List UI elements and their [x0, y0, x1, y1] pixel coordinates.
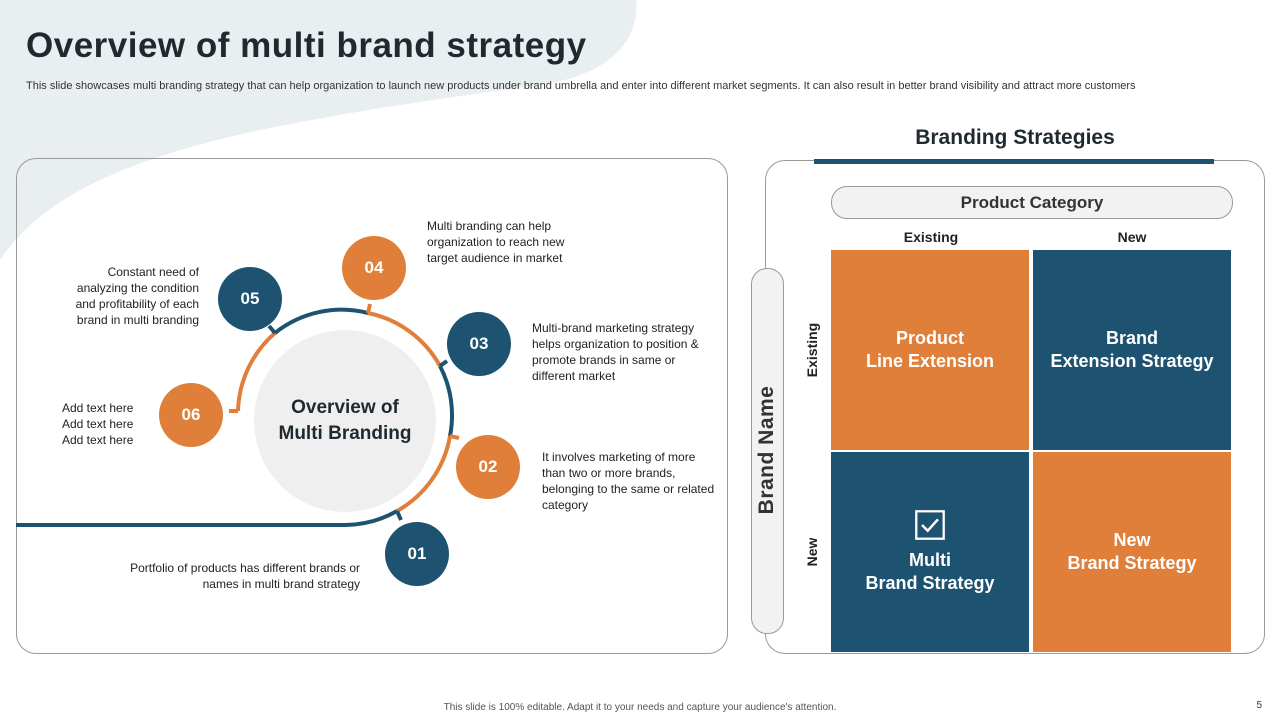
overview-panel: [16, 158, 728, 654]
center-title-line2: Multi Branding: [278, 423, 412, 444]
brand-name-header: [751, 268, 784, 634]
column-header-existing: Existing: [903, 229, 959, 245]
page-number: 5: [1256, 700, 1262, 711]
checkbox-checked-icon: [915, 510, 945, 540]
step-03-circle: 03: [447, 312, 511, 376]
page-title: Overview of multi brand strategy: [26, 26, 587, 65]
overview-center-circle: Overview of Multi Branding: [254, 330, 436, 512]
cell-brand-extension-strategy: Brand Extension Strategy: [1033, 250, 1231, 450]
cell-product-line-extension: Product Line Extension: [831, 250, 1029, 450]
step-06-circle: 06: [159, 383, 223, 447]
cell-tl-line1: Product: [895, 328, 964, 348]
cell-multi-brand-strategy: Multi Brand Strategy: [831, 452, 1029, 652]
branding-title: Branding Strategies: [915, 126, 1115, 149]
cell-tr-line2: Extension Strategy: [1050, 351, 1214, 371]
column-header-new: New: [1117, 229, 1147, 245]
step-05-circle: 05: [218, 267, 282, 331]
step-05-text: Constant need of analyzing the condition…: [75, 265, 199, 327]
brand-name-label: Brand Name: [755, 385, 778, 515]
step-02-circle: 02: [456, 435, 520, 499]
step-02-text: It involves marketing of more than two o…: [542, 450, 715, 512]
cell-br-line2: Brand Strategy: [1067, 553, 1197, 573]
row-header-existing: Existing: [804, 322, 820, 378]
step-01-text: Portfolio of products has different bran…: [130, 561, 360, 591]
overview-ring: [16, 303, 460, 527]
branding-title-rule: [814, 159, 1214, 164]
step-01-circle: 01: [385, 522, 449, 586]
footer-note: This slide is 100% editable. Adapt it to…: [443, 702, 837, 713]
cell-bl-line2: Brand Strategy: [865, 573, 995, 593]
cell-br-line1: New: [1113, 530, 1151, 550]
step-04-text: Multi branding can help organization to …: [427, 219, 565, 265]
background-blob: [0, 0, 637, 260]
cell-bl-line1: Multi: [909, 550, 951, 570]
page-subtitle: This slide showcases multi branding stra…: [26, 80, 1136, 92]
step-04-circle: 04: [342, 236, 406, 300]
cell-tr-line1: Brand: [1105, 328, 1158, 348]
row-header-new: New: [804, 537, 820, 567]
step-03-text: Multi-brand marketing strategy helps org…: [532, 321, 699, 383]
cell-tl-line2: Line Extension: [865, 351, 995, 371]
cell-new-brand-strategy: New Brand Strategy: [1033, 452, 1231, 652]
product-category-header: Product Category: [831, 186, 1233, 219]
center-title-line1: Overview of: [291, 397, 399, 418]
step-06-text: Add text here Add text here Add text her…: [62, 401, 134, 447]
